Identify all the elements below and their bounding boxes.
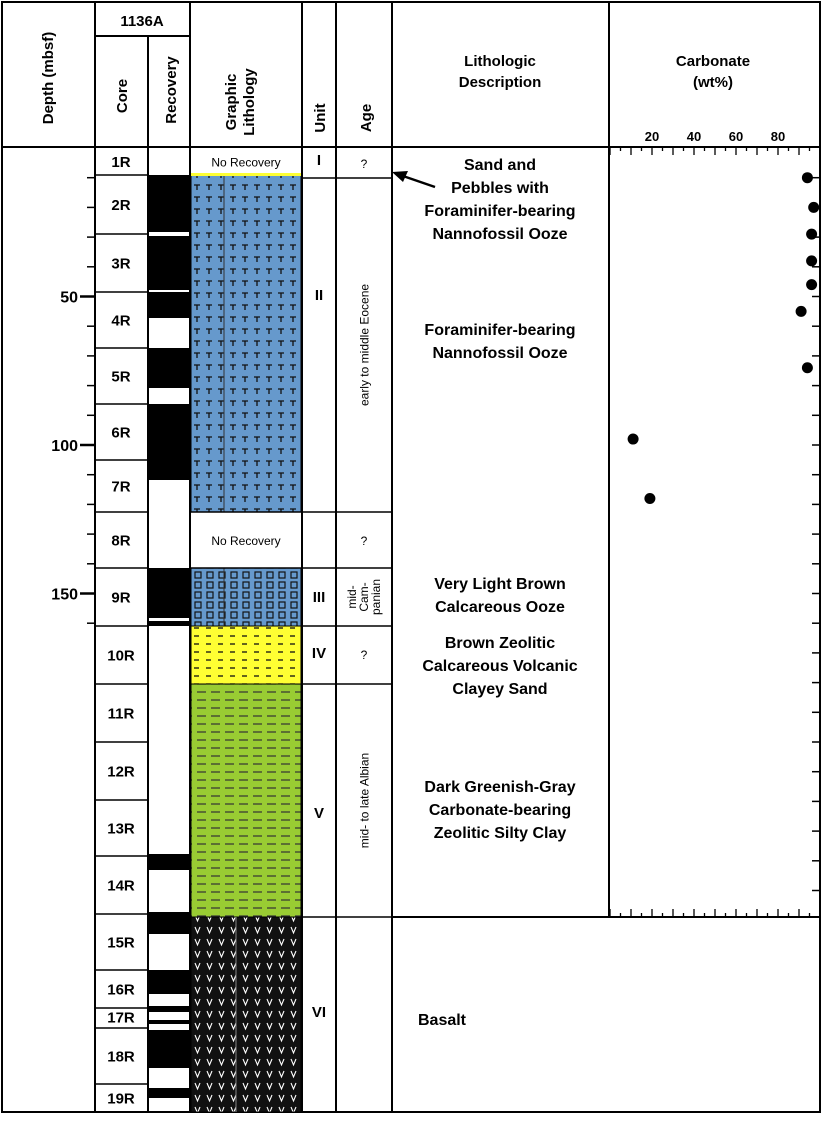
core-label: 15R <box>107 934 135 951</box>
carbonate-header-2: (wt%) <box>693 74 733 91</box>
recovery-bar <box>149 236 190 290</box>
age-label: early to middle Eocene <box>358 284 372 406</box>
recovery-bar <box>149 970 190 994</box>
lithology-calcareous_ooze <box>190 567 302 627</box>
description-header-1: Lithologic <box>464 53 536 70</box>
carbonate-point <box>806 228 818 240</box>
lithology-basalt <box>190 916 302 1113</box>
recovery-bar <box>149 175 190 232</box>
core-label: 13R <box>107 820 135 837</box>
core-label: 18R <box>107 1048 135 1065</box>
description-text: Basalt <box>418 1012 467 1029</box>
recovery-header: Recovery <box>163 56 180 124</box>
sand-layer <box>191 173 301 176</box>
carbonate-plot: 20 40 60 80 <box>609 129 821 917</box>
lithology-header-1: Graphic <box>223 74 240 131</box>
carbonate-header-1: Carbonate <box>676 53 750 70</box>
carbonate-tick-label: 60 <box>729 129 743 144</box>
age-column: ? early to middle Eocene? mid-Cam-panian? m… <box>336 157 392 918</box>
no-recovery-label: No Recovery <box>211 534 280 548</box>
age-label: mid-Cam-panian <box>345 579 383 615</box>
age-label: mid- to late Albian <box>358 753 372 848</box>
carbonate-tick-label: 40 <box>687 129 701 144</box>
age-header: Age <box>358 104 375 132</box>
unit-label: I <box>317 152 321 169</box>
unit-label: V <box>314 805 324 822</box>
unit-label: IV <box>312 645 326 662</box>
age-label: ? <box>361 157 368 171</box>
core-label: 2R <box>111 197 130 214</box>
core-header: Core <box>114 79 131 113</box>
lithology-nanno_ooze <box>190 174 302 513</box>
unit-label: II <box>315 287 323 304</box>
core-label: 6R <box>111 424 130 441</box>
carbonate-point <box>801 172 813 184</box>
recovery-bar <box>149 1006 190 1012</box>
depth-tick-label: 100 <box>51 438 78 455</box>
carbonate-point <box>806 255 818 267</box>
carbonate-tick-label: 80 <box>771 129 785 144</box>
core-label: 11R <box>108 705 135 722</box>
recovery-bar <box>149 621 190 626</box>
core-label: 5R <box>111 368 130 385</box>
recovery-bar <box>149 1088 190 1098</box>
lithology-silty_clay <box>190 683 302 918</box>
depth-tick-label: 50 <box>60 290 78 307</box>
carbonate-point <box>808 201 820 213</box>
recovery-bar <box>149 1020 190 1024</box>
core-label: 3R <box>111 255 130 272</box>
core-label: 19R <box>107 1090 135 1107</box>
column-headers: 1136A Depth (mbsf) Core Recovery Graphic… <box>40 13 750 136</box>
core-label: 7R <box>111 478 130 495</box>
recovery-bar <box>149 568 190 618</box>
age-label: ? <box>361 534 368 548</box>
core-label: 9R <box>111 589 130 606</box>
recovery-bar <box>149 348 190 388</box>
depth-header: Depth (mbsf) <box>40 32 57 125</box>
description-header-2: Description <box>459 74 542 91</box>
depth-axis: 50 100 150 <box>51 147 96 1112</box>
recovery-bar <box>149 1030 190 1068</box>
core-label: 16R <box>107 981 135 998</box>
core-label: 14R <box>107 877 135 894</box>
site-label: 1136A <box>120 13 164 30</box>
lithology-column: No Recovery No Recovery <box>190 156 302 1113</box>
core-label: 10R <box>107 647 135 664</box>
recovery-column <box>149 175 190 1098</box>
description-arrow <box>392 171 436 189</box>
core-label: 12R <box>107 763 135 780</box>
lithology-header-2: Lithology <box>241 68 258 136</box>
core-label: 8R <box>111 532 130 549</box>
no-recovery-label: No Recovery <box>211 156 280 170</box>
carbonate-point <box>795 305 807 317</box>
core-column: 1R 2R 3R 4R 5R 6R 7R 8R 9R 10R 11R 12R 13R 14R 15R 16R 1… <box>95 154 148 1113</box>
carbonate-tick-label: 20 <box>645 129 659 144</box>
carbonate-point <box>801 362 813 374</box>
carbonate-point <box>644 492 656 504</box>
unit-label: III <box>313 589 326 606</box>
recovery-bar <box>149 292 190 318</box>
recovery-bar <box>149 854 190 870</box>
lithology-volcanic_sand <box>190 625 302 685</box>
recovery-bar <box>149 912 190 934</box>
unit-header: Unit <box>312 103 329 132</box>
carbonate-point <box>806 279 818 291</box>
core-label: 17R <box>107 1010 135 1027</box>
age-label: ? <box>361 648 368 662</box>
depth-tick-label: 150 <box>51 587 78 604</box>
recovery-bar <box>149 404 190 480</box>
core-label: 1R <box>111 154 130 171</box>
carbonate-point <box>627 433 639 445</box>
core-label: 4R <box>111 312 130 329</box>
unit-label: VI <box>312 1004 326 1021</box>
